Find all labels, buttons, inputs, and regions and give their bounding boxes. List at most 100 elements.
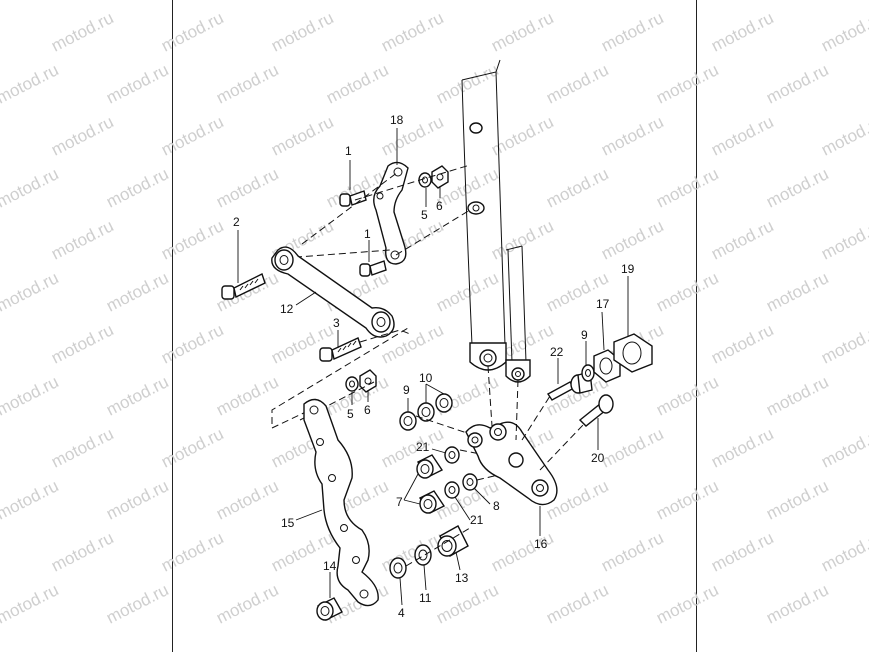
- watermark-text: motod.ru: [433, 0, 501, 4]
- watermark-text: motod.ru: [323, 372, 391, 419]
- callout-20: 20: [591, 451, 605, 465]
- watermark-text: motod.ru: [708, 112, 776, 159]
- watermark-text: motod.ru: [818, 8, 869, 55]
- watermark-text: motod.ru: [653, 0, 721, 4]
- watermark-text: motod.ru: [653, 372, 721, 419]
- watermark-text: motod.ru: [48, 320, 116, 367]
- watermark-text: motod.ru: [818, 320, 869, 367]
- bushing-14: [316, 597, 343, 621]
- link-rod-12: [271, 246, 395, 338]
- bracket-15: [303, 398, 379, 607]
- align-line-12: [405, 527, 471, 567]
- watermark-text: motod.ru: [0, 580, 62, 627]
- watermark-text: motod.ru: [488, 8, 556, 55]
- watermark-text: motod.ru: [543, 0, 611, 4]
- pin-22: [546, 371, 593, 401]
- callout-9-left: 9: [403, 383, 410, 397]
- callout-3: 3: [333, 316, 340, 330]
- watermark-text: motod.ru: [213, 580, 281, 627]
- align-line-15: [521, 395, 551, 441]
- bolt-1-lower: [359, 260, 387, 277]
- watermark-text: motod.ru: [433, 580, 501, 627]
- callout-7: 7: [396, 495, 403, 509]
- watermark-text: motod.ru: [763, 164, 831, 211]
- callout-11: 11: [419, 591, 432, 605]
- watermark-text: motod.ru: [48, 424, 116, 471]
- align-line-9: [415, 415, 489, 441]
- watermark-text: motod.ru: [708, 8, 776, 55]
- washer-5-mid: [345, 376, 359, 392]
- callout-2: 2: [233, 215, 240, 229]
- align-line-5: [359, 329, 411, 343]
- frame-tube-short: [505, 245, 531, 383]
- align-line-14: [515, 379, 519, 441]
- callout-19: 19: [621, 262, 635, 276]
- callout-22: 22: [550, 345, 564, 359]
- nut-6-mid: [359, 369, 377, 393]
- watermark-layer: motod.ru motod.ru motod.ru motod.ru motod.ru…: [0, 0, 869, 628]
- watermark-text: motod.ru: [213, 476, 281, 523]
- callout-5-top: 5: [421, 208, 428, 222]
- diagram-frame: [172, 0, 697, 652]
- align-line-2: [354, 164, 471, 201]
- watermark-text: motod.ru: [0, 164, 62, 211]
- watermark-text: motod.ru: [763, 476, 831, 523]
- callout-4: 4: [398, 606, 405, 620]
- watermark-text: motod.ru: [103, 372, 171, 419]
- watermark-text: motod.ru: [378, 8, 446, 55]
- watermark-text: motod.ru: [48, 112, 116, 159]
- align-line-4: [283, 249, 391, 259]
- watermark-text: motod.ru: [763, 580, 831, 627]
- watermark-text: motod.ru: [378, 112, 446, 159]
- bracket-18: [373, 161, 409, 265]
- watermark-text: motod.ru: [103, 268, 171, 315]
- align-line-6: [271, 327, 409, 424]
- watermark-text: motod.ru: [543, 164, 611, 211]
- watermark-text: motod.ru: [0, 60, 62, 107]
- bushing-10-a: [417, 402, 435, 422]
- watermark-text: motod.ru: [268, 8, 336, 55]
- callout-10: 10: [419, 371, 433, 385]
- pin-20: [578, 394, 614, 427]
- watermark-text: motod.ru: [213, 60, 281, 107]
- callout-17: 17: [596, 297, 610, 311]
- watermark-text: motod.ru: [543, 60, 611, 107]
- watermark-text: motod.ru: [158, 8, 226, 55]
- watermark-text: motod.ru: [708, 528, 776, 575]
- frame-tube-long: [461, 59, 507, 371]
- callout-18: 18: [390, 113, 404, 127]
- washer-9-right: [581, 364, 595, 382]
- watermark-text: motod.ru: [763, 0, 831, 4]
- watermark-text: motod.ru: [323, 60, 391, 107]
- watermark-text: motod.ru: [158, 528, 226, 575]
- watermark-text: motod.ru: [708, 320, 776, 367]
- watermark-text: motod.ru: [598, 8, 666, 55]
- leader-lines: [237, 128, 629, 606]
- watermark-text: motod.ru: [103, 580, 171, 627]
- watermark-text: motod.ru: [378, 528, 446, 575]
- callout-9-right: 9: [581, 328, 588, 342]
- align-line-3: [395, 209, 471, 256]
- callout-6-top: 6: [436, 199, 443, 213]
- watermark-text: motod.ru: [103, 0, 171, 4]
- watermark-text: motod.ru: [158, 216, 226, 263]
- watermark-text: motod.ru: [158, 112, 226, 159]
- watermark-text: motod.ru: [598, 216, 666, 263]
- watermark-text: motod.ru: [213, 0, 281, 4]
- bolt-3: [319, 337, 362, 362]
- callout-16: 16: [534, 537, 548, 551]
- washer-21-top: [444, 446, 460, 464]
- watermark-text: motod.ru: [653, 164, 721, 211]
- watermark-text: motod.ru: [708, 216, 776, 263]
- watermark-text: motod.ru: [323, 0, 391, 4]
- callout-13: 13: [455, 571, 469, 585]
- watermark-text: motod.ru: [213, 164, 281, 211]
- watermark-text: motod.ru: [763, 372, 831, 419]
- watermark-text: motod.ru: [653, 580, 721, 627]
- bolt-1-top: [339, 190, 367, 207]
- watermark-text: motod.ru: [103, 476, 171, 523]
- callout-14: 14: [323, 559, 337, 573]
- watermark-text: motod.ru: [818, 424, 869, 471]
- sleeve-13: [437, 525, 469, 557]
- watermark-text: motod.ru: [763, 60, 831, 107]
